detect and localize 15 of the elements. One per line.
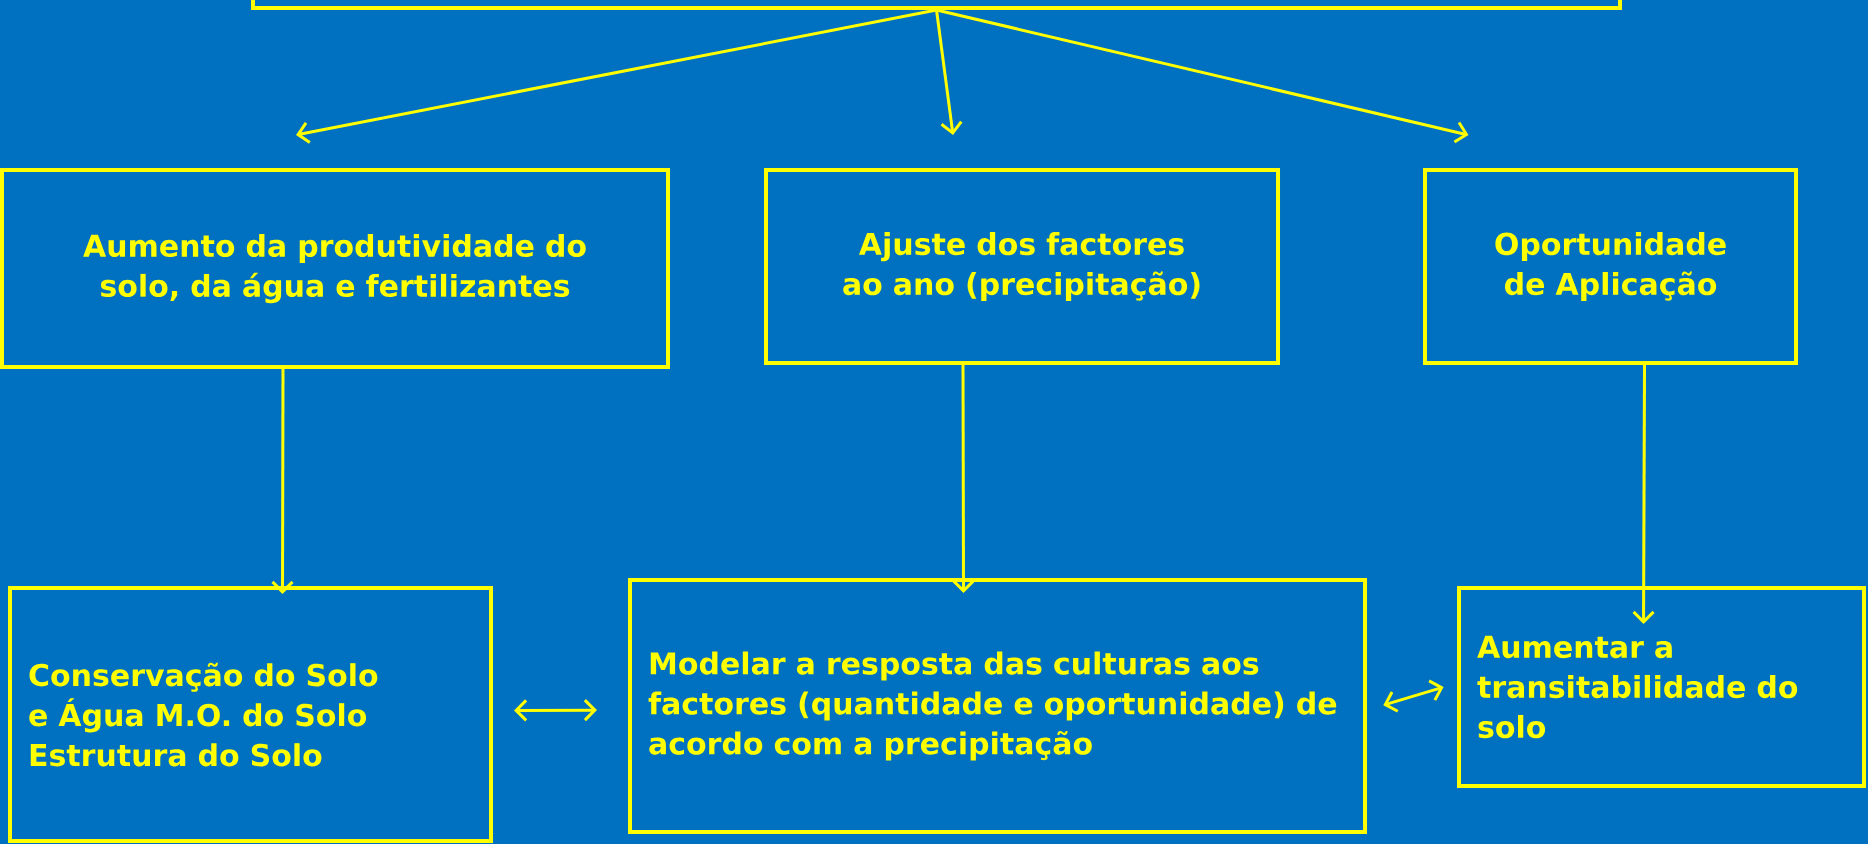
arrow (1632, 365, 1655, 624)
text-box: Ajuste dos factores ao ano (precipitação) (764, 168, 1280, 365)
text-box: Modelar a resposta das culturas aos factores (quantidade e oportunidade) de acordo com a precipitação (628, 578, 1367, 834)
text-box: Aumento da produtividade do solo, da água e fertilizantes (0, 168, 670, 369)
arrow (936, 8, 1469, 144)
arrow (271, 369, 294, 594)
text-box: Aumentar a transitabilidade do solo (1457, 586, 1866, 788)
arrow (935, 9, 963, 135)
text-box: Conservação do Solo e Água M.O. do Solo Estrutura do Solo (8, 586, 493, 843)
arrow (514, 699, 597, 722)
arrow (296, 8, 937, 144)
text-box: Oportunidade de Aplicação (1423, 168, 1798, 365)
arrow (1383, 679, 1444, 713)
arrow (952, 365, 975, 593)
empty-box (251, 0, 1622, 10)
